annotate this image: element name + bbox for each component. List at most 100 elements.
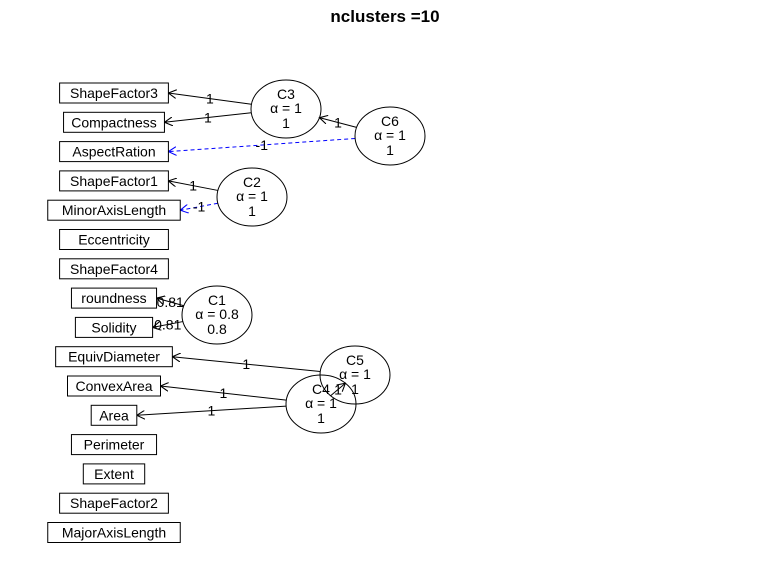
variable-box-majoraxislength: MajorAxisLength [47, 522, 181, 543]
edge-line [172, 357, 321, 373]
variable-box-frame [47, 522, 181, 543]
variable-box-frame [70, 434, 158, 456]
edge-line [319, 118, 357, 128]
edge-c5-to-c4: 1 [330, 382, 346, 398]
variable-label: Eccentricity [78, 232, 150, 248]
cluster-beta-label: 1 [351, 381, 359, 397]
cluster-alpha-label: α = 1 [305, 395, 337, 411]
edge-c6-to-aspectration: -1 [168, 137, 356, 153]
edge-line [157, 298, 184, 307]
cluster-alpha-label: α = 0.8 [195, 306, 239, 322]
cluster-c4: C4α = 11 [285, 374, 357, 434]
cluster-alpha-label: α = 1 [270, 100, 302, 116]
variable-box-eccentricity: Eccentricity [59, 229, 169, 250]
edge-c4-to-area: 1 [137, 403, 287, 419]
variable-label: EquivDiameter [68, 349, 160, 365]
cluster-id-label: C5 [346, 352, 364, 368]
variable-label: AspectRation [72, 144, 155, 160]
variable-box-compactness: Compactness [63, 111, 165, 133]
cluster-alpha-label: α = 1 [374, 127, 406, 143]
edge-weight-label: -1 [256, 137, 269, 153]
edge-weight-label: 1 [334, 382, 342, 398]
edge-weight-label: 1 [208, 403, 216, 419]
edge-weight-label: 1 [242, 356, 250, 372]
variable-label: ShapeFactor3 [70, 85, 158, 101]
variable-box-area: Area [90, 404, 138, 426]
variable-label: Compactness [71, 114, 157, 130]
variable-label: Solidity [91, 319, 136, 335]
cluster-c1: C1α = 0.80.8 [181, 285, 253, 345]
edge-weight-label: -1 [193, 199, 206, 215]
edge-c2-to-minoraxislength: -1 [180, 199, 218, 215]
cluster-outline [285, 374, 357, 434]
variable-box-shapefactor2: ShapeFactor2 [59, 492, 169, 514]
variable-box-frame [55, 346, 173, 368]
cluster-outline [354, 106, 426, 166]
cluster-beta-label: 1 [386, 142, 394, 158]
variable-box-frame [59, 492, 169, 514]
cluster-outline [216, 167, 288, 227]
cluster-id-label: C1 [208, 292, 226, 308]
variable-label: ConvexArea [75, 378, 152, 394]
edge-c1-to-roundness: 0.81 [157, 294, 184, 310]
variable-box-frame [59, 229, 169, 250]
edge-weight-label: 1 [206, 91, 214, 107]
edge-line [164, 112, 252, 123]
cluster-beta-label: 0.8 [207, 321, 227, 337]
cluster-c3: C3α = 11 [250, 79, 322, 139]
variable-box-minoraxislength: MinorAxisLength [47, 199, 181, 221]
cluster-beta-label: 1 [282, 115, 290, 131]
variable-box-frame [47, 199, 181, 221]
cluster-id-label: C2 [243, 174, 261, 190]
variable-label: ShapeFactor4 [70, 261, 158, 277]
variable-label: MajorAxisLength [62, 525, 166, 541]
cluster-c2: C2α = 11 [216, 167, 288, 227]
edge-c3-to-shapefactor3: 1 [168, 91, 252, 107]
variable-box-frame [59, 258, 169, 280]
edge-weight-label: 1 [204, 110, 212, 126]
edge-c1-to-solidity: 0.81 [153, 316, 184, 332]
cluster-alpha-label: α = 1 [236, 188, 268, 204]
variable-box-shapefactor3: ShapeFactor3 [59, 82, 169, 104]
edge-c6-to-c3: 1 [319, 115, 357, 131]
edge-line [168, 93, 252, 105]
variable-box-frame [59, 170, 169, 192]
cluster-beta-label: 1 [317, 410, 325, 426]
cluster-c6: C6α = 11 [354, 106, 426, 166]
edge-line [161, 386, 287, 401]
edge-c4-to-convexarea: 1 [161, 385, 287, 401]
edge-weight-label: 1 [189, 178, 197, 194]
variable-box-frame [82, 463, 146, 485]
variable-box-perimeter: Perimeter [70, 434, 158, 456]
variables-layer: ShapeFactor3CompactnessAspectRationShape… [47, 82, 181, 543]
edge-line [153, 321, 184, 328]
cluster-outline [181, 285, 253, 345]
edge-line [137, 405, 287, 415]
cluster-c5: C5α = 11 [319, 345, 391, 405]
cluster-id-label: C4 [312, 381, 330, 397]
diagram-title: nclusters =10 [330, 7, 439, 26]
variable-label: roundness [81, 290, 146, 306]
variable-label: ShapeFactor2 [70, 495, 158, 511]
cluster-beta-label: 1 [248, 203, 256, 219]
cluster-id-label: C3 [277, 86, 295, 102]
variable-box-frame [59, 141, 169, 163]
cluster-id-label: C6 [381, 113, 399, 129]
edge-line [180, 202, 218, 210]
variable-box-frame [74, 316, 154, 338]
variable-box-frame [63, 111, 165, 133]
variable-box-shapefactor4: ShapeFactor4 [59, 258, 169, 280]
variable-box-aspectration: AspectRation [59, 141, 169, 163]
edge-weight-label: 0.81 [154, 316, 181, 332]
variable-box-frame [67, 375, 161, 397]
cluster-outline [250, 79, 322, 139]
edge-c3-to-compactness: 1 [164, 110, 252, 126]
edge-line [168, 137, 356, 151]
edge-weight-label: 1 [334, 115, 342, 131]
variable-box-frame [59, 82, 169, 104]
edge-c2-to-shapefactor1: 1 [168, 178, 219, 194]
variable-box-frame [70, 287, 158, 309]
edge-weight-label: 0.81 [157, 294, 184, 310]
